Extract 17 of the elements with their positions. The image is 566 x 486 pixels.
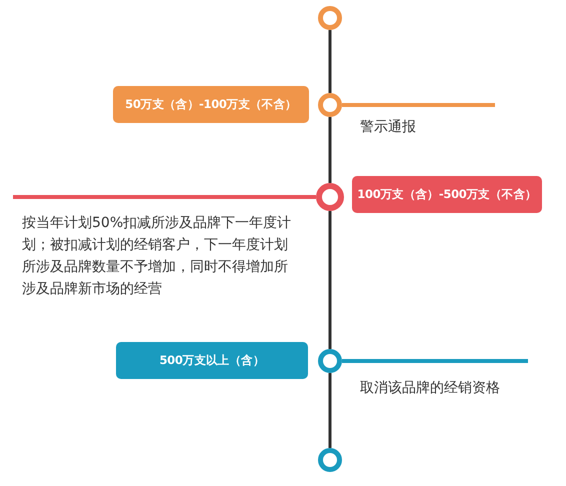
range-tag: 100万支（含）-500万支（不含） xyxy=(352,176,542,213)
connector-line xyxy=(13,195,316,199)
timeline-circle xyxy=(316,183,344,211)
timeline-circle xyxy=(318,349,342,373)
timeline-circle xyxy=(318,448,342,472)
timeline-line xyxy=(328,117,332,183)
description-text: 警示通报 xyxy=(360,118,416,137)
timeline-line xyxy=(328,30,332,93)
timeline-line xyxy=(328,373,332,448)
timeline-line xyxy=(328,211,332,349)
timeline-circle xyxy=(318,93,342,117)
range-tag: 500万支以上（含） xyxy=(116,342,308,379)
description-text: 取消该品牌的经销资格 xyxy=(360,379,500,398)
range-tag: 50万支（含）-100万支（不含） xyxy=(113,86,309,123)
connector-line xyxy=(342,359,528,363)
description-text: 按当年计划50%扣减所涉及品牌下一年度计划；被扣减计划的经销客户，下一年度计划所涉及品牌数量不予增加，同时不得增加所涉及品牌新市场的经营 xyxy=(22,214,292,299)
timeline-circle xyxy=(318,6,342,30)
